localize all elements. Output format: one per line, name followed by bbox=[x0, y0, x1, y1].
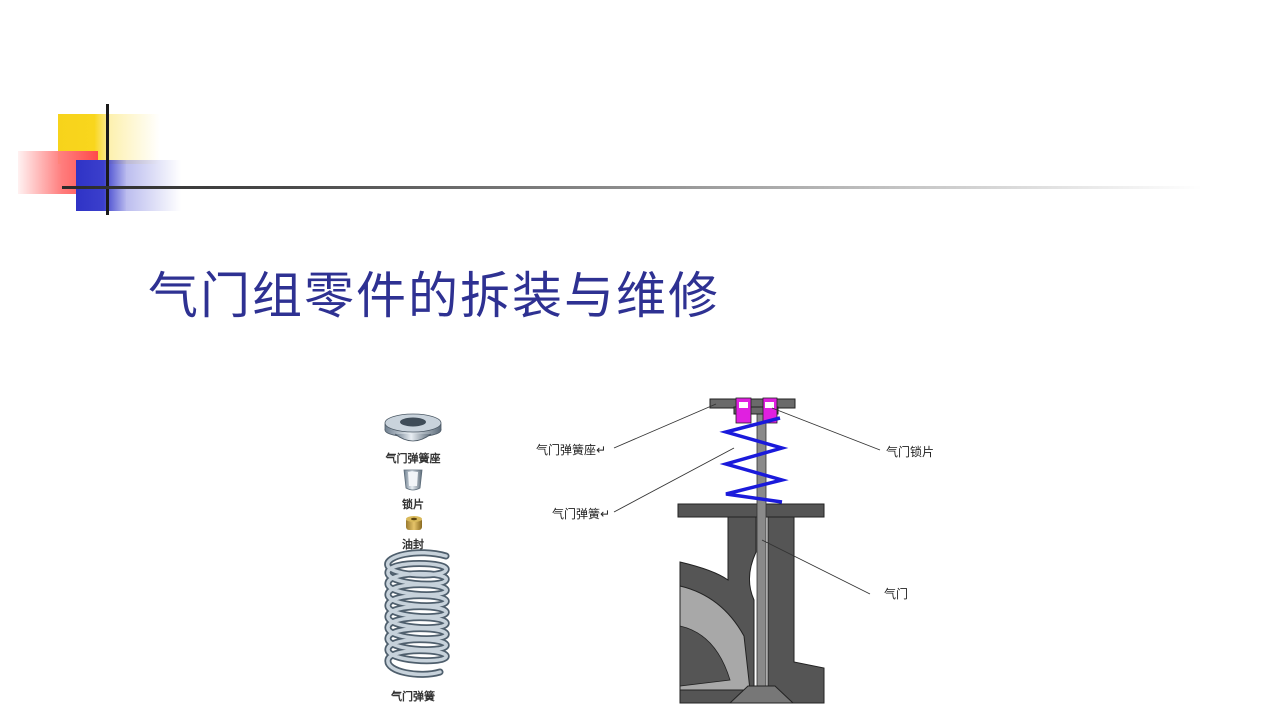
valve-spring bbox=[719, 416, 789, 504]
valve-assembly-diagram: 气门弹簧座↵ 气门弹簧↵ 气门锁片 气门 bbox=[536, 397, 934, 704]
leader-lines bbox=[613, 403, 881, 595]
parts-label-spring-seat: 气门弹簧座 bbox=[385, 451, 441, 465]
coil-spring-part bbox=[384, 549, 450, 678]
decor-vertical-line bbox=[106, 104, 109, 215]
decor-blue-square bbox=[76, 160, 126, 211]
diagram-label-valve: 气门 bbox=[884, 586, 908, 601]
spring-seat-part bbox=[384, 413, 442, 442]
cylinder-head-casting bbox=[677, 503, 825, 704]
diagram-label-spring-seat: 气门弹簧座↵ bbox=[536, 442, 606, 457]
diagram-label-spring: 气门弹簧↵ bbox=[552, 506, 610, 521]
slide-title: 气门组零件的拆装与维修 bbox=[148, 267, 720, 325]
parts-label-lock: 锁片 bbox=[402, 497, 424, 511]
oil-seal-part bbox=[406, 516, 422, 530]
valve bbox=[728, 403, 795, 704]
decor-horizontal-line bbox=[62, 186, 1202, 189]
valve-locks bbox=[735, 397, 778, 424]
decor-blue-fade bbox=[126, 160, 181, 211]
diagram-label-lock: 气门锁片 bbox=[886, 444, 934, 459]
lock-part bbox=[403, 469, 423, 491]
parts-label-oil-seal: 油封 bbox=[402, 537, 424, 551]
valve-parts-image: 气门弹簧座 锁片 油封 气门弹簧 bbox=[384, 413, 450, 703]
decor-yellow-fade bbox=[110, 114, 160, 164]
parts-label-spring: 气门弹簧 bbox=[390, 689, 435, 703]
